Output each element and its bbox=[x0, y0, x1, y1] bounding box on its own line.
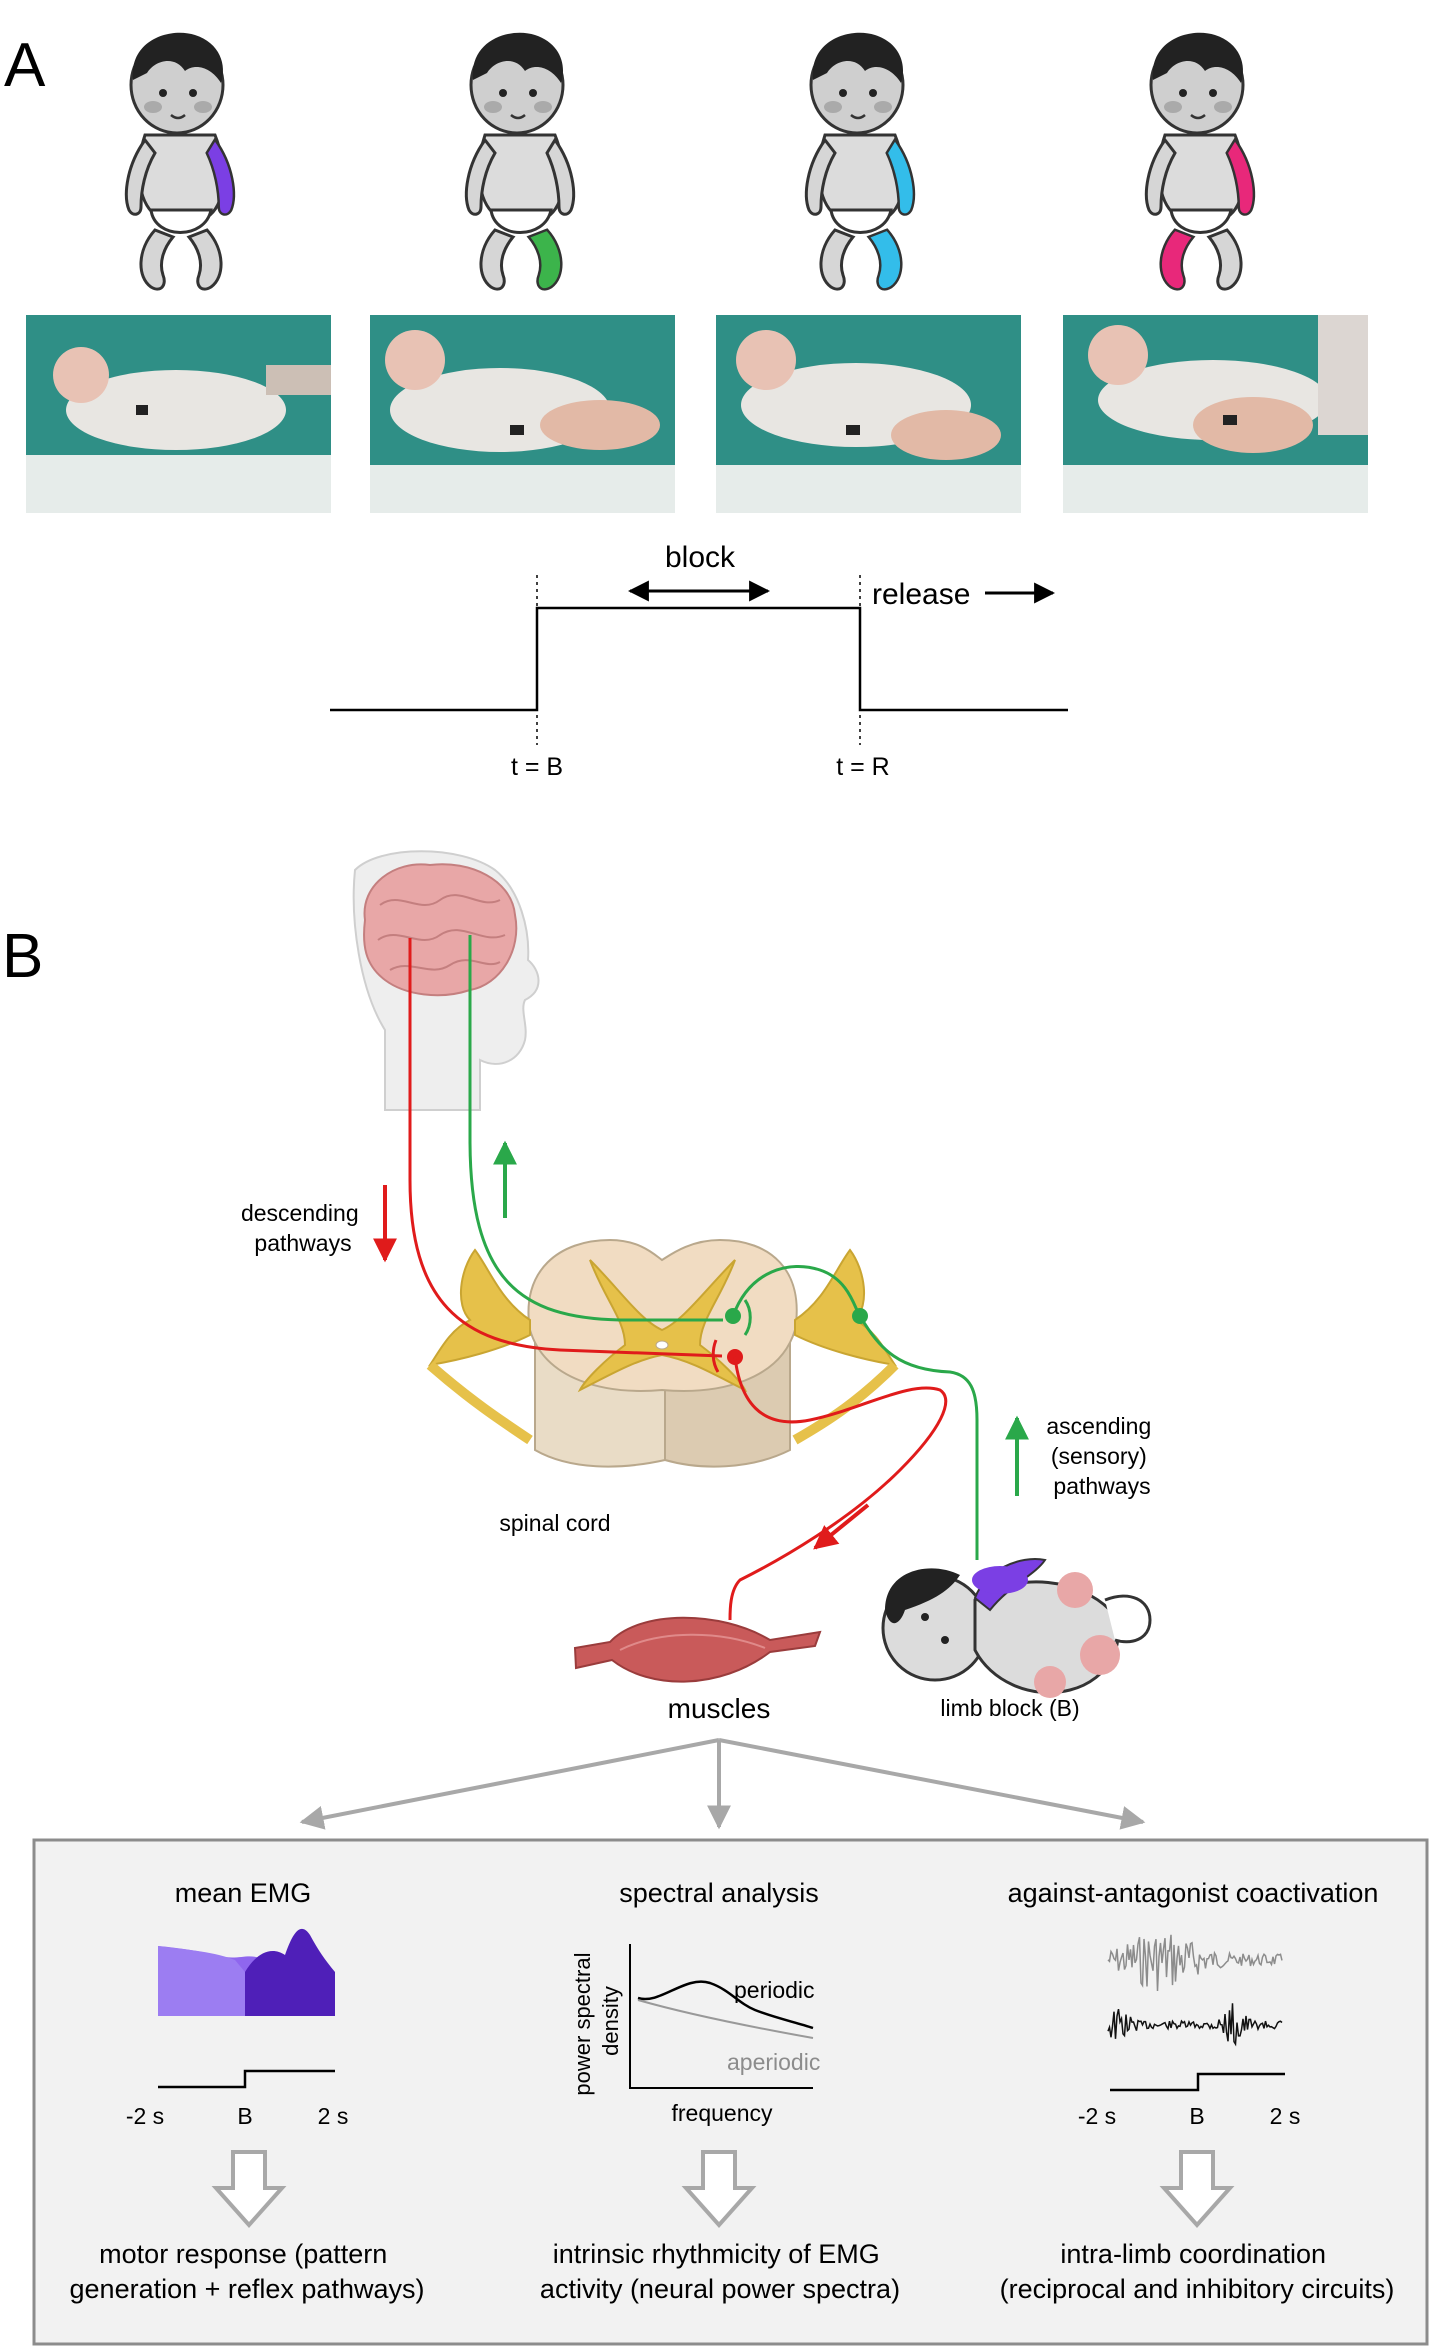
frequency-label: frequency bbox=[671, 2100, 773, 2126]
muscle-illustration bbox=[573, 1616, 822, 1683]
down-arrow-icon bbox=[1159, 2150, 1235, 2229]
spinal-cord-illustration bbox=[426, 1238, 899, 1468]
infant-illustration-3 bbox=[804, 31, 916, 291]
photo-2 bbox=[370, 315, 675, 513]
descending-label: descending pathways bbox=[241, 1200, 365, 1256]
tick-label: -2 s bbox=[1078, 2103, 1116, 2129]
spectral-panel: spectral analysis power spectral density… bbox=[540, 1878, 900, 2304]
ascending-label: ascending (sensory) pathways bbox=[1046, 1413, 1157, 1499]
highlight-left-leg bbox=[527, 228, 563, 291]
t-r-label: t = R bbox=[836, 753, 890, 781]
panel-a-label: A bbox=[4, 31, 46, 100]
spectral-title: spectral analysis bbox=[619, 1878, 819, 1908]
tick-label: B bbox=[1189, 2103, 1204, 2129]
efferent-arrow bbox=[813, 1503, 870, 1550]
highlight-left-arm bbox=[205, 138, 235, 216]
analysis-box bbox=[32, 1838, 1429, 2346]
infant-illustration-2 bbox=[464, 31, 576, 291]
coactivation-step-trace bbox=[1110, 2072, 1285, 2092]
aperiodic-curve bbox=[637, 1999, 814, 2039]
mean-emg-panel: mean EMG -2 s B 2 s motor response (patt… bbox=[70, 1878, 425, 2304]
coactivation-panel: against-antagonist coactivation -2 s B 2… bbox=[1000, 1878, 1395, 2304]
photo-1 bbox=[26, 315, 331, 513]
periodic-curve bbox=[637, 1980, 814, 2030]
aperiodic-label: aperiodic bbox=[727, 2049, 820, 2075]
limb-block-label: limb block (B) bbox=[940, 1695, 1079, 1721]
antagonist-emg-trace bbox=[1107, 2003, 1283, 2047]
descending-pathway bbox=[373, 938, 948, 1621]
step-signal bbox=[330, 606, 1068, 712]
photo-4 bbox=[1063, 315, 1368, 513]
mean-emg-title: mean EMG bbox=[175, 1878, 312, 1908]
coactivation-title: against-antagonist coactivation bbox=[1008, 1878, 1379, 1908]
agonist-emg-trace bbox=[1107, 1934, 1283, 1992]
tick-label: -2 s bbox=[126, 2103, 164, 2129]
block-timeline: block release t = B t = R bbox=[330, 541, 1068, 781]
emg-post-block-envelope bbox=[245, 1928, 335, 2016]
psd-ylabel: power spectral density bbox=[570, 1946, 623, 2095]
infant-illustration-4 bbox=[1144, 31, 1256, 291]
block-label: block bbox=[665, 541, 736, 574]
spinal-cord-label: spinal cord bbox=[499, 1510, 610, 1536]
coactivation-result: intra-limb coordination (reciprocal and … bbox=[1000, 2239, 1395, 2304]
spectral-result: intrinsic rhythmicity of EMG activity (n… bbox=[540, 2239, 900, 2304]
infant-limb-block bbox=[881, 1558, 1152, 1698]
tick-label: B bbox=[237, 2103, 252, 2129]
t-b-label: t = B bbox=[511, 753, 563, 781]
branch-arrows bbox=[299, 1738, 1146, 1830]
down-arrow-icon bbox=[211, 2150, 287, 2229]
ascending-pathway bbox=[468, 935, 1029, 1560]
psd-axes bbox=[629, 1944, 813, 2089]
down-arrow-icon bbox=[681, 2150, 757, 2229]
infant-illustration-1 bbox=[124, 31, 236, 291]
muscles-label: muscles bbox=[668, 1693, 771, 1724]
photo-3 bbox=[716, 315, 1021, 513]
infant-head-brain bbox=[352, 850, 540, 1111]
tick-label: 2 s bbox=[1270, 2103, 1301, 2129]
panel-b-label: B bbox=[2, 922, 43, 991]
emg-step-trace bbox=[158, 2069, 335, 2089]
mean-emg-result: motor response (pattern generation + ref… bbox=[70, 2239, 425, 2304]
periodic-label: periodic bbox=[734, 1977, 815, 2003]
release-label: release bbox=[872, 578, 970, 611]
tick-label: 2 s bbox=[318, 2103, 349, 2129]
